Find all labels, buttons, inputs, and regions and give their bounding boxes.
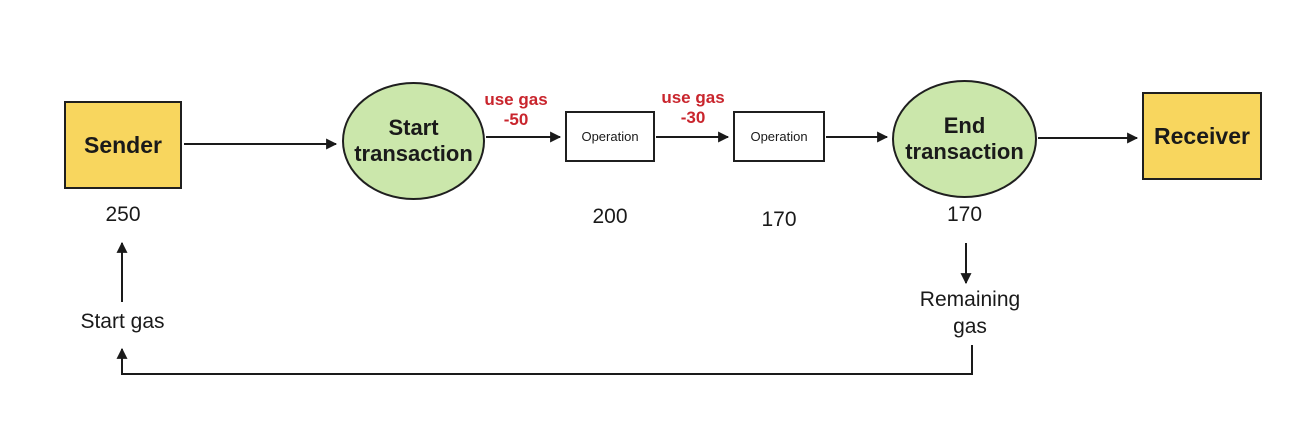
sender-node: Sender <box>64 101 182 189</box>
use-gas-50-line2: -50 <box>503 109 529 129</box>
end-transaction-label-line2: transaction <box>905 139 1024 164</box>
remaining-gas-line1: Remaining <box>919 288 1021 311</box>
gas-value-operation-1: 200 <box>592 205 628 228</box>
remaining-gas-line2: gas <box>953 315 987 339</box>
use-gas-30-edge-label: use gas -30 <box>643 88 743 127</box>
start-transaction-label-line1: Start <box>388 114 439 140</box>
receiver-label: Receiver <box>1154 122 1250 149</box>
end-transaction-label-line1: End <box>943 112 986 138</box>
start-transaction-label-line2: transaction <box>354 141 473 166</box>
sender-label: Sender <box>84 131 162 158</box>
gas-value-sender: 250 <box>105 203 141 226</box>
operation-1-label: Operation <box>581 129 639 144</box>
operation-2-label: Operation <box>750 129 808 144</box>
end-transaction-node: End transaction <box>892 80 1037 198</box>
gas-value-operation-2: 170 <box>761 208 797 231</box>
remaining-gas-annotation: Remaining gas <box>890 286 1050 341</box>
use-gas-30-line1: use gas <box>661 88 725 107</box>
use-gas-50-edge-label: use gas -50 <box>466 90 566 129</box>
arrow-remaining-gas-to-start-gas-feedback <box>116 345 973 375</box>
operation-2-node: Operation <box>733 111 825 162</box>
start-transaction-node: Start transaction <box>342 82 485 200</box>
receiver-node: Receiver <box>1142 92 1262 180</box>
use-gas-50-line1: use gas <box>484 90 548 109</box>
use-gas-30-line2: -30 <box>680 107 706 127</box>
gas-value-end-transaction: 170 <box>946 203 983 226</box>
operation-1-node: Operation <box>565 111 655 162</box>
start-gas-annotation: Start gas <box>80 310 165 333</box>
